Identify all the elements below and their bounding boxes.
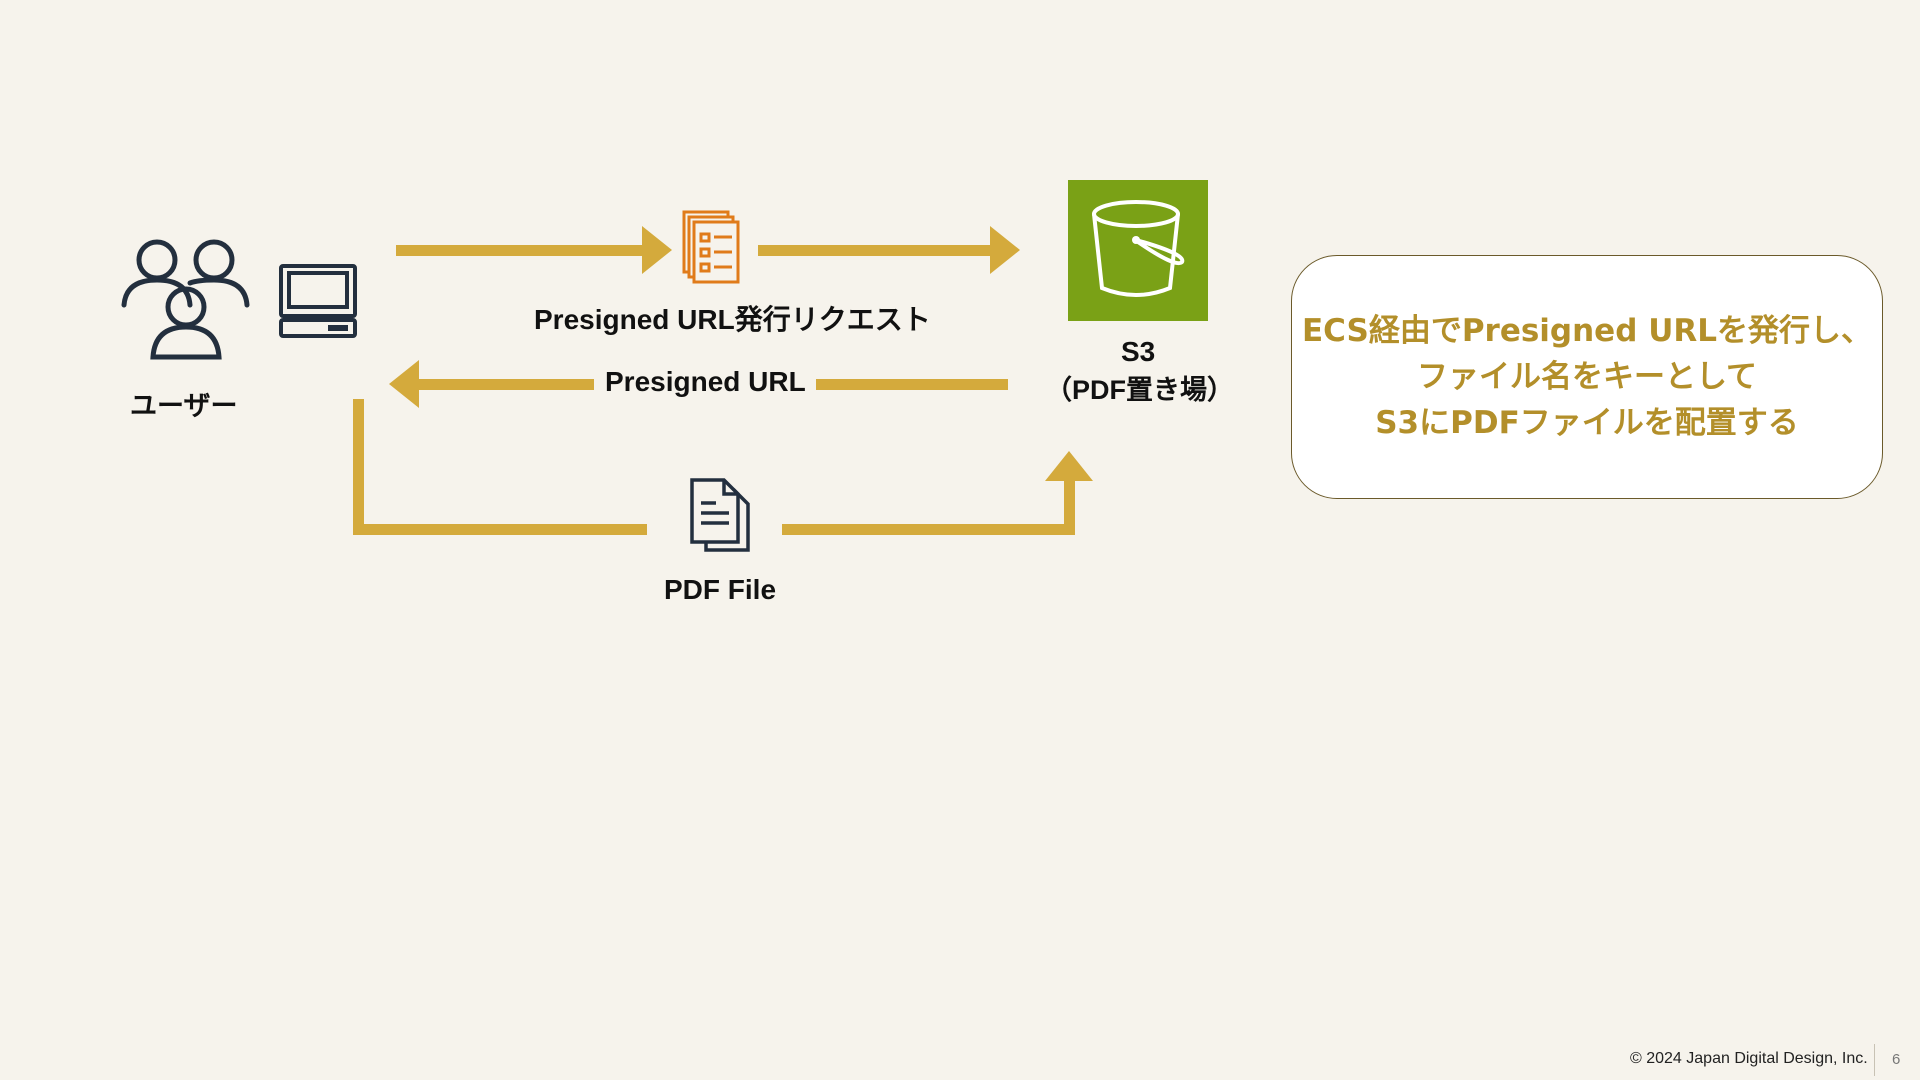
users-group-icon xyxy=(121,239,250,360)
desktop-computer-icon xyxy=(279,264,357,338)
user-label: ユーザー xyxy=(130,391,238,421)
request-arrow-label: Presigned URL発行リクエスト xyxy=(534,304,931,335)
explanation-callout: ECS経由でPresigned URLを発行し、 ファイル名をキーとして S3に… xyxy=(1291,255,1883,499)
page-number: 6 xyxy=(1892,1051,1901,1068)
response-arrow xyxy=(389,360,1008,408)
upload-arrow xyxy=(353,399,1093,535)
callout-line-1: ECS経由でPresigned URLを発行し、 xyxy=(1301,313,1872,349)
pdf-document-icon xyxy=(690,478,750,552)
response-arrow-label: Presigned URL xyxy=(605,366,806,397)
s3-label: S3 xyxy=(1121,336,1156,367)
callout-line-2: ファイル名をキーとして xyxy=(1416,359,1758,395)
upload-arrow-label: PDF File xyxy=(664,574,777,605)
footer-divider xyxy=(1874,1044,1875,1076)
s3-bucket-icon xyxy=(1068,180,1208,321)
request-arrow xyxy=(396,226,1020,274)
s3-sublabel: （PDF置き場） xyxy=(1045,375,1234,405)
callout-line-3: S3にPDFファイルを配置する xyxy=(1375,405,1799,441)
document-stack-icon xyxy=(682,210,740,284)
copyright-footer: © 2024 Japan Digital Design, Inc. xyxy=(1630,1050,1868,1067)
